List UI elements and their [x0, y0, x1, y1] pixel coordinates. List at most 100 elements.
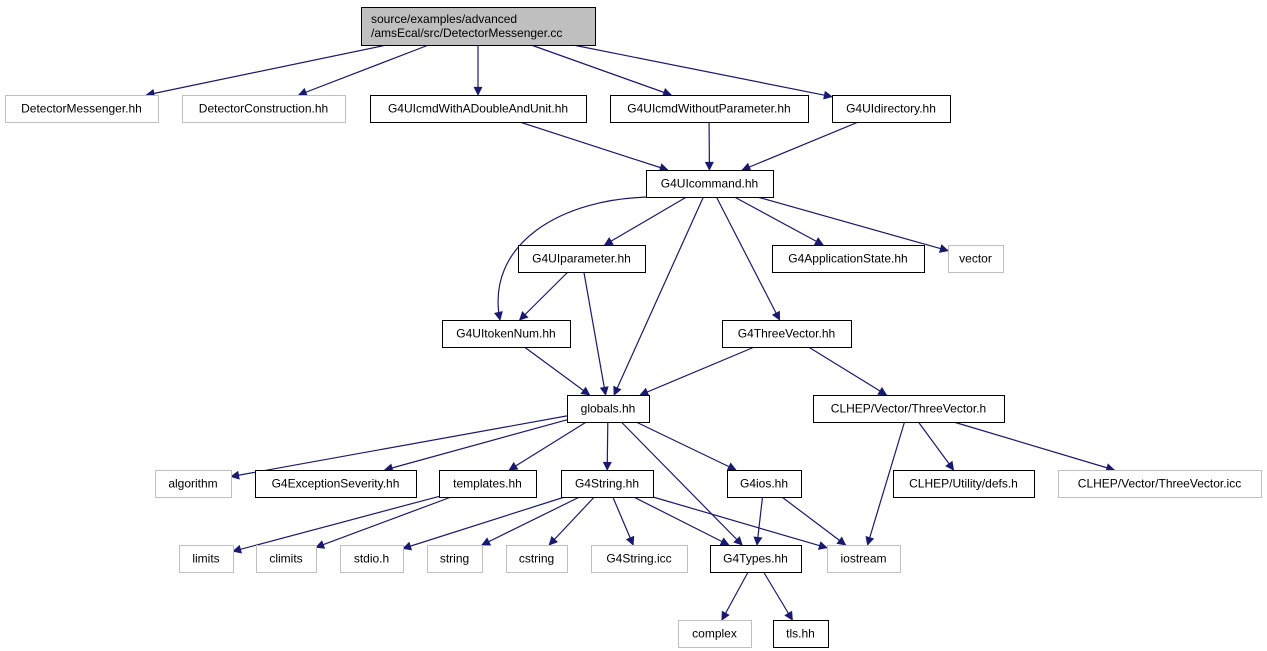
node-label: iostream [840, 552, 886, 566]
node-label: complex [692, 627, 737, 641]
node-threevec_hh[interactable]: G4ThreeVector.hh [722, 320, 852, 348]
node-clhep_tv[interactable]: CLHEP/Vector/ThreeVector.h [813, 395, 1005, 423]
node-box [813, 395, 1005, 423]
node-box [678, 620, 752, 648]
node-algorithm: algorithm [155, 470, 232, 498]
edge-globals-to-g4ios [635, 421, 737, 471]
node-templates[interactable]: templates.hh [439, 470, 537, 498]
node-box [646, 170, 774, 198]
edge-uiparam-to-uitoken [518, 271, 569, 321]
node-box [772, 245, 925, 273]
edges-layer [145, 44, 1116, 621]
edge-g4string-to-string [481, 496, 580, 546]
edge-globals-to-g4types [620, 421, 743, 546]
node-box [361, 7, 596, 46]
edge-g4types-to-tls [763, 571, 793, 621]
node-g4types[interactable]: G4Types.hh [710, 545, 802, 573]
edge-uidir-to-uicommand [741, 121, 859, 172]
edge-clhep_tv-to-iostream [865, 421, 906, 546]
node-uicmd_dau[interactable]: G4UIcmdWithADoubleAndUnit.hh [370, 95, 587, 123]
edge-globals-to-g4string [602, 421, 612, 471]
node-box [567, 395, 650, 423]
edge-clhep_tv-to-clhep_defs [917, 421, 955, 471]
node-uicommand[interactable]: G4UIcommand.hh [646, 170, 774, 198]
edge-uiparam-to-globals [583, 271, 609, 396]
node-box [610, 95, 809, 123]
node-box [5, 95, 159, 123]
node-g4string_icc: G4String.icc [591, 545, 688, 573]
node-box [155, 470, 232, 498]
node-label: limits [192, 552, 219, 566]
node-label: G4UIcmdWithoutParameter.hh [627, 102, 790, 116]
edge-g4string-to-stdio [402, 496, 565, 551]
edge-uitoken-to-globals [524, 346, 591, 396]
node-box [442, 320, 571, 348]
node-label: G4ExceptionSeverity.hh [272, 477, 400, 491]
node-label: CLHEP/Vector/ThreeVector.h [831, 402, 986, 416]
node-g4ios[interactable]: G4ios.hh [727, 470, 802, 498]
edge-root-to-uidir [572, 44, 833, 100]
node-appstate[interactable]: G4ApplicationState.hh [772, 245, 925, 273]
edge-templates-to-climits [315, 496, 452, 549]
node-box [182, 95, 346, 123]
node-box [439, 470, 537, 498]
node-label: G4UItokenNum.hh [456, 327, 555, 341]
edge-globals-to-excsev [383, 419, 568, 473]
node-label: G4UIparameter.hh [532, 252, 631, 266]
node-label: templates.hh [453, 477, 522, 491]
node-box [370, 95, 587, 123]
edge-uicommand-to-uitoken [494, 196, 656, 321]
node-label: cstring [519, 552, 554, 566]
node-label: G4Types.hh [723, 552, 788, 566]
edge-root-to-uicmd_np [530, 44, 673, 97]
node-box [893, 470, 1035, 498]
node-uiparam[interactable]: G4UIparameter.hh [518, 245, 646, 273]
node-label: DetectorMessenger.hh [21, 102, 142, 116]
node-uidir[interactable]: G4UIdirectory.hh [832, 95, 951, 123]
node-label: G4ApplicationState.hh [788, 252, 907, 266]
node-label: climits [269, 552, 302, 566]
edge-templates-to-limits [232, 495, 440, 554]
edge-threevec_hh-to-globals [639, 346, 755, 397]
node-label: stdio.h [354, 552, 389, 566]
node-label: algorithm [168, 477, 217, 491]
node-climits: climits [256, 545, 317, 573]
node-detcons_hh: DetectorConstruction.hh [182, 95, 346, 123]
node-clhep_defs[interactable]: CLHEP/Utility/defs.h [893, 470, 1035, 498]
node-label: string [440, 552, 469, 566]
edge-g4string-to-cstring [548, 496, 595, 546]
node-uicmd_np[interactable]: G4UIcmdWithoutParameter.hh [610, 95, 809, 123]
node-box [832, 95, 951, 123]
node-globals[interactable]: globals.hh [567, 395, 650, 423]
node-g4string[interactable]: G4String.hh [561, 470, 654, 498]
node-label: G4ios.hh [740, 477, 788, 491]
edge-root-to-detmess_hh [145, 44, 387, 98]
edge-clhep_tv-to-clhep_icc [953, 421, 1116, 472]
node-label: tls.hh [786, 627, 815, 641]
node-root: source/examples/advanced/amsEcal/src/Det… [361, 7, 596, 46]
node-label: vector [959, 252, 992, 266]
node-label: G4String.icc [606, 552, 671, 566]
node-tls[interactable]: tls.hh [773, 620, 829, 648]
node-box [518, 245, 646, 273]
node-uitoken[interactable]: G4UItokenNum.hh [442, 320, 571, 348]
node-box [773, 620, 829, 648]
node-label: DetectorConstruction.hh [199, 102, 328, 116]
node-vector: vector [948, 245, 1004, 273]
edge-uicommand-to-vector [757, 196, 949, 253]
node-iostream: iostream [827, 545, 901, 573]
node-box [722, 320, 852, 348]
edge-g4string-to-g4types [633, 496, 730, 546]
edge-g4string-to-g4string_icc [612, 496, 635, 546]
edge-uicommand-to-uiparam [603, 196, 687, 246]
edge-uicommand-to-threevec_hh [715, 196, 781, 321]
edge-g4string-to-iostream [652, 496, 828, 550]
node-box [561, 470, 654, 498]
node-string: string [427, 545, 483, 573]
node-box [591, 545, 688, 573]
edge-g4ios-to-g4types [753, 496, 764, 546]
node-excsev[interactable]: G4ExceptionSeverity.hh [255, 470, 417, 498]
node-cstring: cstring [506, 545, 568, 573]
node-box [827, 545, 901, 573]
